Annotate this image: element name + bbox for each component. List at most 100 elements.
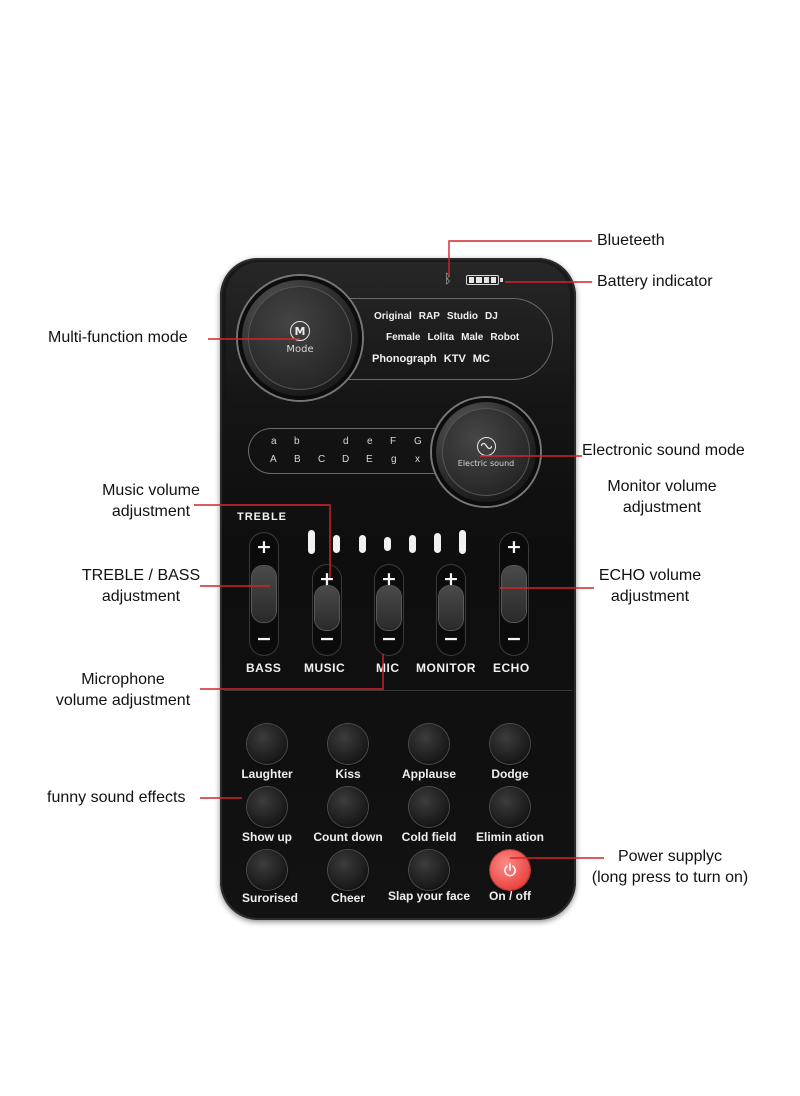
bluetooth-annotation: Blueteeth [597,232,665,249]
dodge-button[interactable] [490,724,530,764]
applause-button[interactable] [409,724,449,764]
es-letter: D [342,454,350,465]
echo-minus[interactable]: − [506,628,522,650]
mic-plus[interactable]: + [381,568,397,590]
panel-divider [224,690,572,692]
cheer-label: Cheer [330,891,365,905]
power-button[interactable] [490,850,530,890]
mode-original[interactable]: Original [374,311,412,322]
echo-slider-handle[interactable] [502,566,526,622]
es-letter: A [270,454,277,465]
es-letter: b [294,436,300,447]
monitor-slider-handle[interactable] [439,586,463,630]
level-led [409,535,416,553]
battery-icon [466,275,503,285]
mode-lolita[interactable]: Lolita [427,332,455,343]
multi-function-annotation: Multi-function mode [48,329,188,346]
funny-sound-annotation: funny sound effects [47,789,186,806]
mode-ktv[interactable]: KTV [443,353,466,365]
electric-sound-button[interactable]: Electric sound [442,408,530,496]
level-indicator [308,530,472,554]
surprised-button[interactable] [247,850,287,890]
mode-studio[interactable]: Studio [446,311,479,322]
electric-sound-panel: a b d e F G A B C D E g x [248,428,471,474]
mode-male[interactable]: Male [461,332,484,343]
bass-minus[interactable]: − [256,628,272,650]
es-letter: B [294,454,301,465]
level-led [434,533,441,553]
show-up-label: Show up [242,830,292,844]
level-led [359,535,366,553]
es-letter: d [343,436,349,447]
es-letter: x [415,454,420,465]
music-minus[interactable]: − [319,628,335,650]
dodge-label: Dodge [491,767,529,781]
mic-slider-handle[interactable] [377,586,401,630]
battery-annotation: Battery indicator [597,273,713,290]
count-down-label: Count down [313,830,383,844]
es-letter: G [414,436,422,447]
mode-icon: M [290,321,310,341]
mode-button[interactable]: M Mode [248,286,352,390]
elimination-label: Elimin ation [475,830,544,844]
mic-label: MIC [376,661,400,675]
monitor-slider[interactable]: + − [436,564,466,656]
mode-phonograph[interactable]: Phonograph [372,353,437,365]
level-led [384,537,391,551]
power-supply-annotation: Power supplyc(long press to turn on) [591,848,749,886]
mode-female[interactable]: Female [386,332,421,343]
surprised-label: Surorised [241,891,298,905]
mode-rap[interactable]: RAP [418,311,440,322]
cold-field-button[interactable] [409,787,449,827]
mode-mc[interactable]: MC [472,353,490,365]
slap-your-face-label: Slap your face [387,889,471,903]
monitor-plus[interactable]: + [443,568,459,590]
mode-list-panel: Original RAP Studio DJ Female Lolita Male Robo… [346,298,553,380]
bass-slider-handle[interactable] [252,566,276,622]
wave-icon [476,436,496,456]
power-icon [504,863,516,877]
music-slider-handle[interactable] [315,586,339,630]
mode-robot[interactable]: Robot [490,332,520,343]
laughter-button[interactable] [247,724,287,764]
level-led [333,535,340,553]
es-letter: E [366,454,373,465]
echo-plus[interactable]: + [506,536,522,558]
laughter-label: Laughter [241,767,293,781]
bass-slider[interactable]: + − [249,532,279,656]
slap-your-face-button[interactable] [409,850,449,890]
applause-label: Applause [401,767,456,781]
mic-slider[interactable]: + − [374,564,404,656]
mode-dj[interactable]: DJ [485,311,498,322]
bass-plus[interactable]: + [256,536,272,558]
treble-label: TREBLE [237,511,287,523]
mode-button-label: Mode [286,344,314,355]
echo-slider[interactable]: + − [499,532,529,656]
level-led [308,530,315,554]
es-letter: F [390,436,397,447]
electric-sound-label: Electric sound [457,458,515,468]
kiss-button[interactable] [328,724,368,764]
kiss-label: Kiss [335,767,361,781]
power-label: On / off [489,889,531,903]
es-letter: e [367,436,373,447]
elimination-button[interactable] [490,787,530,827]
music-slider[interactable]: + − [312,564,342,656]
show-up-button[interactable] [247,787,287,827]
count-down-button[interactable] [328,787,368,827]
cheer-button[interactable] [328,850,368,890]
es-letter: g [391,454,397,465]
monitor-minus[interactable]: − [443,628,459,650]
electronic-sound-annotation: Electronic sound mode [582,442,745,459]
level-led [459,530,466,554]
music-label: MUSIC [304,661,346,675]
mic-minus[interactable]: − [381,628,397,650]
bass-label: BASS [246,661,282,675]
cold-field-label: Cold field [401,830,457,844]
